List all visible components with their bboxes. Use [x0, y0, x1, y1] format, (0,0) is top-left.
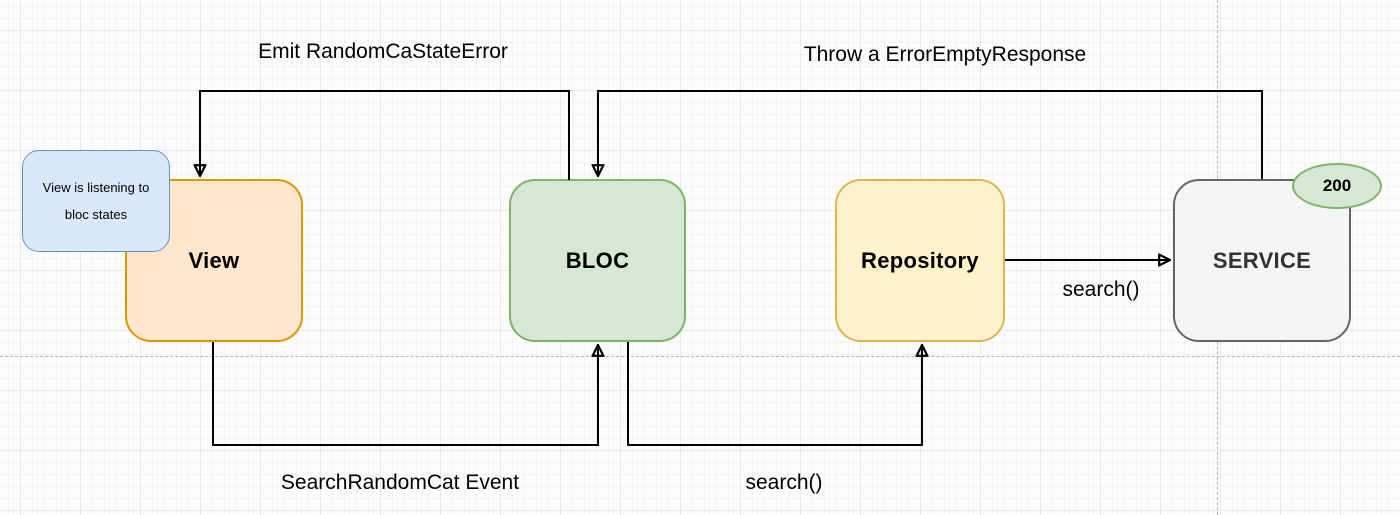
edge-label-search-event[interactable]: SearchRandomCat Event — [280, 471, 520, 494]
note-line-2: bloc states — [64, 207, 128, 222]
note-line-1: View is listening to — [42, 180, 150, 195]
edge-label-emit-state[interactable]: Emit RandomCaStateError — [258, 40, 508, 63]
node-service[interactable]: SERVICE — [1173, 179, 1351, 342]
node-view-label: View — [188, 247, 240, 273]
status-badge-200[interactable]: 200 — [1292, 163, 1382, 209]
node-repository-label: Repository — [861, 247, 979, 273]
page-boundary-horizontal — [0, 356, 1400, 357]
edge-label-search-call[interactable]: search() — [1062, 278, 1140, 301]
note-view-listening[interactable]: View is listening to bloc states — [22, 150, 170, 252]
edge-emit-state-arrow[interactable] — [200, 90, 570, 180]
edge-search-repo-arrow[interactable] — [627, 342, 922, 446]
node-bloc[interactable]: BLOC — [509, 179, 686, 342]
edge-search-event-arrow[interactable] — [212, 342, 598, 446]
edge-label-search-repo[interactable]: search() — [745, 471, 823, 494]
node-service-label: SERVICE — [1212, 247, 1312, 273]
status-badge-200-label: 200 — [1322, 176, 1352, 195]
node-repository[interactable]: Repository — [835, 179, 1005, 342]
edge-label-throw-error[interactable]: Throw a ErrorEmptyResponse — [803, 43, 1087, 66]
edge-throw-error-arrow[interactable] — [598, 90, 1263, 179]
node-bloc-label: BLOC — [565, 247, 630, 273]
